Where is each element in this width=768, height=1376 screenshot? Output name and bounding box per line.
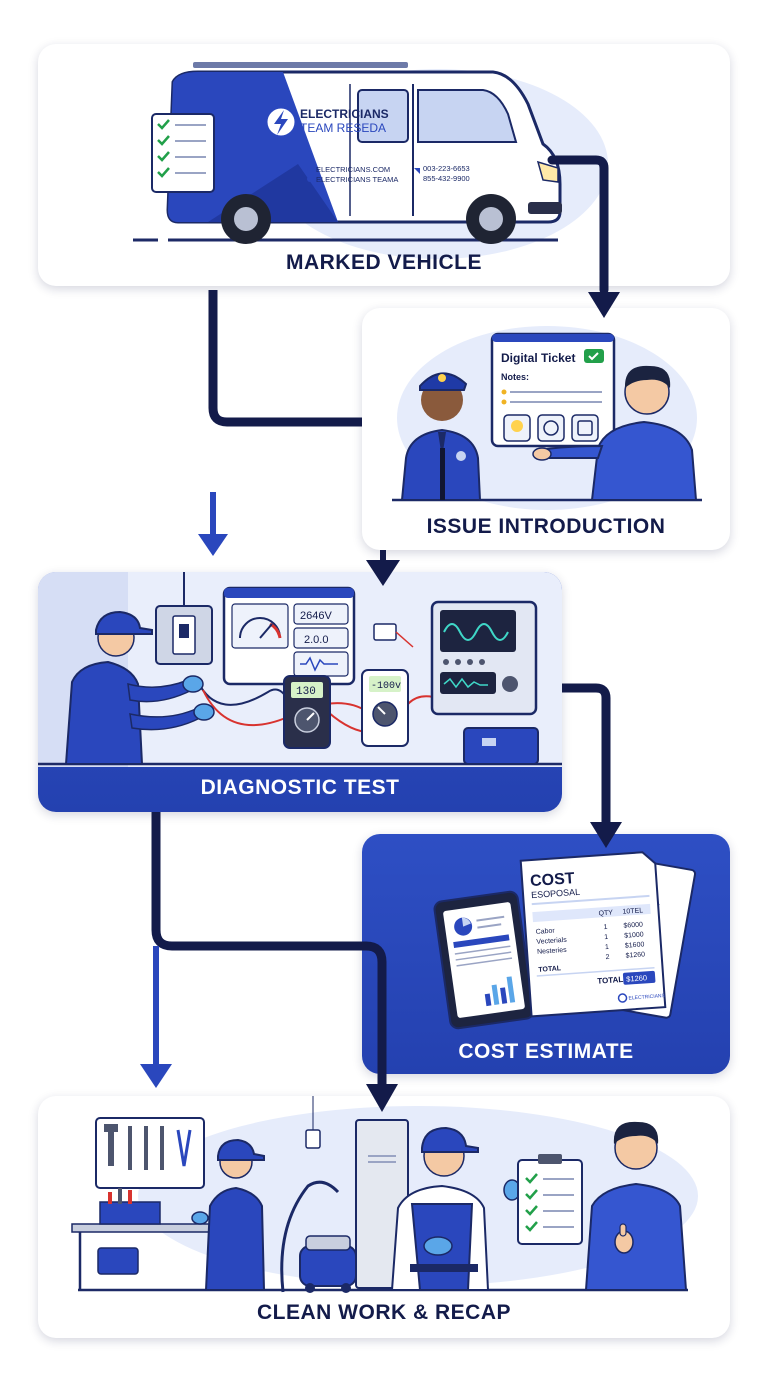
estimate-row1-qty: 1 bbox=[603, 924, 607, 931]
ticket-title: Digital Ticket bbox=[501, 351, 575, 365]
van-web2: ELECTRICIANS TEAMA bbox=[316, 175, 398, 184]
step-label-diagnostic-test: DIAGNOSTIC TEST bbox=[200, 776, 400, 799]
panel-reading-1: 2646V bbox=[300, 610, 332, 622]
van-brand-line1: ELECTRICIANS bbox=[300, 107, 389, 121]
estimate-col-total: 10TEL bbox=[622, 907, 643, 915]
ticket-notes-label: Notes: bbox=[501, 372, 529, 382]
step-card-clean-work-recap: CLEAN WORK & RECAP bbox=[38, 1096, 730, 1338]
estimate-row1-price: $6000 bbox=[623, 921, 643, 929]
estimate-row1-item: Cabor bbox=[536, 928, 556, 936]
step-label-marked-vehicle: MARKED VEHICLE bbox=[285, 251, 482, 274]
estimate-row3-price: $1600 bbox=[625, 941, 645, 949]
estimate-total-label: TOTAL bbox=[538, 965, 562, 974]
step-label-cost-estimate: COST ESTIMATE bbox=[458, 1040, 634, 1063]
estimate-title-line1: COST bbox=[530, 870, 576, 890]
estimate-total-label-2: TOTAL bbox=[597, 975, 624, 986]
connector-vehicle-loop bbox=[208, 290, 362, 427]
van-brand-line2: TEAM RESEDA bbox=[300, 121, 386, 135]
estimate-col-qty: QTY bbox=[598, 909, 613, 917]
step-label-issue-introduction: ISSUE INTRODUCTION bbox=[426, 515, 666, 538]
multimeter1-reading: 130 bbox=[296, 686, 316, 698]
multimeter2-reading: -100v bbox=[371, 681, 401, 692]
clean-work-recap-illustration bbox=[71, 1096, 698, 1293]
van-phone1: 003-223-6653 bbox=[423, 164, 470, 173]
step-card-cost-estimate: COST ESOPOSAL QTY 10TEL Cabor 1 $6000 Ve… bbox=[362, 834, 730, 1074]
estimate-footer-brand: ELECTRICIANS bbox=[628, 993, 665, 1002]
panel-reading-2: 2.0.0 bbox=[304, 634, 328, 646]
step-card-marked-vehicle: ELECTRICIANS TEAM RESEDA ELECTRICIANS.CO… bbox=[38, 44, 730, 286]
estimate-row2-qty: 1 bbox=[604, 934, 608, 941]
estimate-row2-price: $1000 bbox=[624, 931, 644, 939]
estimate-row3-qty: 1 bbox=[605, 944, 609, 951]
step-label-clean-work-recap: CLEAN WORK & RECAP bbox=[257, 1301, 511, 1324]
van-phone2: 855-432-9900 bbox=[423, 174, 470, 183]
step-card-diagnostic-test: 2646V 2.0.0 130 -100v bbox=[38, 572, 562, 812]
estimate-row4-qty: 2 bbox=[605, 954, 609, 961]
estimate-row3-item: Nesteries bbox=[537, 947, 567, 956]
estimate-title-line2: ESOPOSAL bbox=[531, 887, 581, 900]
cost-estimate-illustration: COST ESOPOSAL QTY 10TEL Cabor 1 $6000 Ve… bbox=[433, 851, 697, 1030]
connector-diagnostic-to-clean bbox=[151, 812, 387, 1086]
estimate-total-value: $1260 bbox=[626, 973, 647, 983]
estimate-row4-price: $1260 bbox=[625, 951, 645, 959]
step-card-issue-introduction: Digital Ticket Notes: ISSUE INTRODUCTION bbox=[362, 308, 730, 550]
issue-introduction-illustration: Digital Ticket Notes: bbox=[392, 326, 702, 510]
van-web1: ELECTRICIANS.COM bbox=[316, 165, 390, 174]
van-illustration: ELECTRICIANS TEAM RESEDA ELECTRICIANS.CO… bbox=[133, 62, 608, 259]
connector-diagnostic-to-estimate bbox=[562, 683, 611, 824]
diagnostic-test-illustration: 2646V 2.0.0 130 -100v bbox=[38, 572, 562, 767]
estimate-row2-item: Vecterials bbox=[536, 937, 567, 946]
